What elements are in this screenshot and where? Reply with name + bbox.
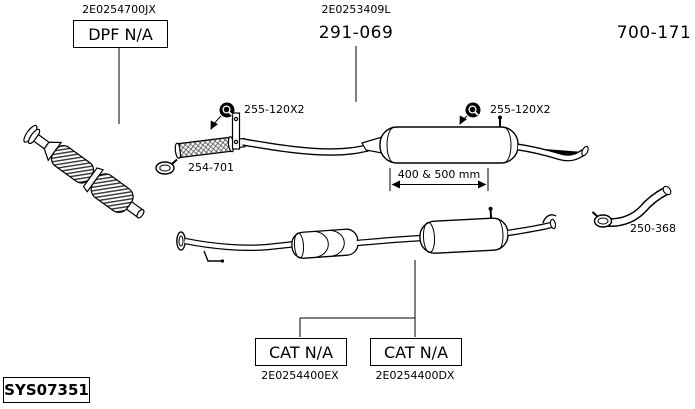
- rear-muffler-drawing: [419, 206, 509, 254]
- lower-inlet-flange: [176, 231, 186, 251]
- clamp-badge-icon-rear: [465, 102, 481, 118]
- cat-na-box-left: CAT N/A: [255, 338, 347, 366]
- cat-na-box-right: CAT N/A: [370, 338, 462, 366]
- clamp-rear-pointer: [459, 115, 468, 125]
- part-number-cat-left: 2E0254400EX: [261, 369, 339, 382]
- clamp-label-rear: 255-120X2: [490, 103, 551, 116]
- tail-elbow-drawing: [591, 185, 672, 228]
- lower-exhaust-assembly: [176, 206, 557, 263]
- tail-clamp-icon: [591, 211, 613, 228]
- dpf-assembly-drawing: [23, 124, 145, 219]
- dpf-na-box: DPF N/A: [73, 20, 168, 48]
- cat-na-label-left: CAT N/A: [268, 342, 334, 362]
- leader-lines: [118, 46, 416, 337]
- system-code-label: SYS07351: [4, 381, 89, 399]
- dimension-label: 400 & 500 mm: [397, 168, 481, 181]
- lower-tail-hook: [542, 214, 557, 224]
- system-code-box: SYS07351: [3, 377, 90, 403]
- part-number-cat-right: 2E0254400DX: [375, 369, 455, 382]
- clamp-label-front: 255-120X2: [244, 103, 305, 116]
- clamp-badge-icon-front: [219, 102, 235, 118]
- clamp-front-pointer: [210, 115, 222, 130]
- part-number-center-muffler: 2E0253409L: [321, 3, 391, 16]
- flex-clamp-label: 254-701: [188, 161, 234, 174]
- front-pipe-drawing: [242, 138, 369, 156]
- center-muffler-drawing: [361, 115, 589, 164]
- flex-clamp-icon: [155, 158, 178, 175]
- mount-bracket-drawing: [231, 112, 241, 150]
- dpf-na-label: DPF N/A: [88, 24, 153, 44]
- ref-center-muffler: 291-069: [318, 23, 394, 43]
- part-number-dpf: 2E0254700JX: [82, 3, 156, 16]
- cat-na-label-right: CAT N/A: [383, 342, 449, 362]
- tail-clamp-label: 250-368: [630, 222, 676, 235]
- lower-bracket: [203, 250, 221, 262]
- dimension-arrow: [389, 168, 489, 191]
- ref-tailpipe: 700-171: [616, 23, 692, 43]
- rear-catalyst-drawing: [291, 228, 359, 259]
